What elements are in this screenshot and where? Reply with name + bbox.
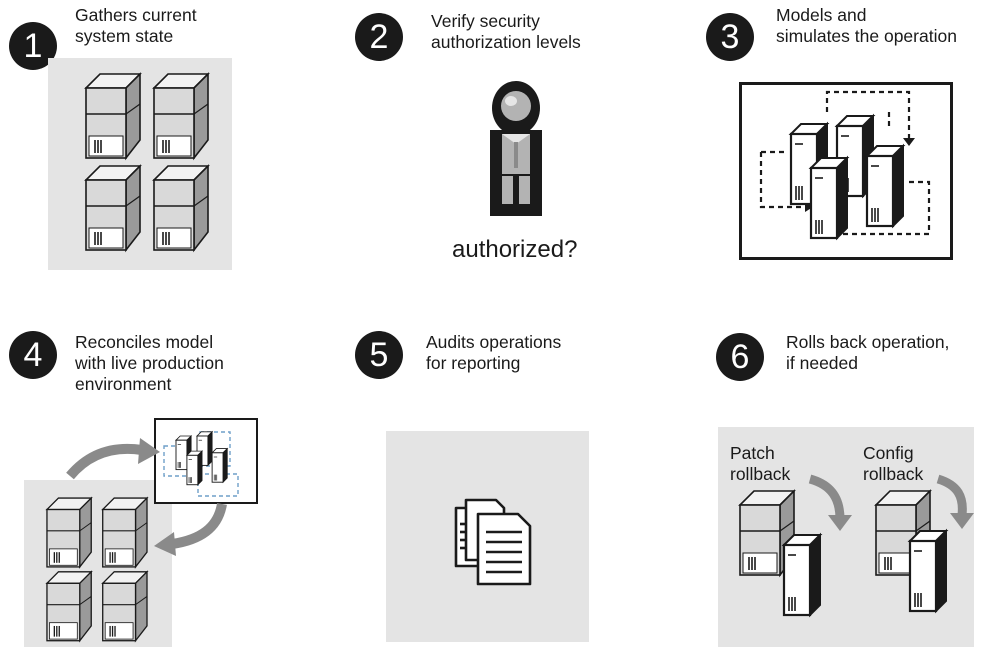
step-4-caption-line-3: environment — [75, 374, 172, 394]
server-cluster-icon — [85, 73, 209, 251]
step-6-caption-line-1: Rolls back operation, — [786, 332, 950, 352]
step-6-caption-line-2: if needed — [786, 353, 859, 373]
step-4-caption: Reconciles model with live production en… — [75, 332, 224, 395]
step-2-badge: 2 — [355, 13, 403, 61]
step-5-caption-line-1: Audits operations — [426, 332, 562, 352]
curved-arrow-icon — [154, 502, 227, 556]
authorized-label: authorized? — [452, 236, 578, 263]
config-rollback-illustration — [875, 474, 974, 613]
step-2-caption-line-2: authorization levels — [431, 32, 581, 52]
config-rollback-line-1: Config — [863, 443, 914, 463]
step-2-caption: Verify security authorization levels — [431, 11, 581, 53]
step-5-caption: Audits operations for reporting — [426, 332, 561, 374]
step-5-badge: 5 — [355, 331, 403, 379]
step-6-caption: Rolls back operation, if needed — [786, 332, 949, 374]
step-1-caption-line-2: system state — [75, 26, 174, 46]
step-4-badge: 4 — [9, 331, 57, 379]
step-3-caption-line-2: simulates the operation — [776, 26, 957, 46]
step-6-badge: 6 — [716, 333, 764, 381]
patch-rollback-line-1: Patch — [730, 443, 775, 463]
config-rollback-line-2: rollback — [863, 464, 924, 484]
step-3-badge: 3 — [706, 13, 754, 61]
step-4-caption-line-1: Reconciles model — [75, 332, 214, 352]
step-4-caption-line-2: with live production — [75, 353, 224, 373]
step-5-caption-line-2: for reporting — [426, 353, 521, 373]
document-stack-icon — [454, 498, 532, 586]
patch-rollback-label: Patch rollback — [730, 443, 790, 485]
patch-rollback-illustration — [739, 474, 852, 617]
curved-arrow-icon — [66, 438, 160, 480]
model-thumbnail — [154, 418, 258, 504]
step-1-badge: 1 — [9, 22, 57, 70]
step-1-caption-line-1: Gathers current — [75, 5, 197, 25]
step-1-caption: Gathers current system state — [75, 5, 197, 47]
config-rollback-label: Config rollback — [863, 443, 923, 485]
step-2-caption-line-1: Verify security — [431, 11, 540, 31]
step-3-caption: Models and simulates the operation — [776, 5, 957, 47]
simulation-model-frame — [739, 82, 953, 260]
person-icon — [490, 81, 542, 216]
step-3-caption-line-1: Models and — [776, 5, 867, 25]
patch-rollback-line-2: rollback — [730, 464, 791, 484]
